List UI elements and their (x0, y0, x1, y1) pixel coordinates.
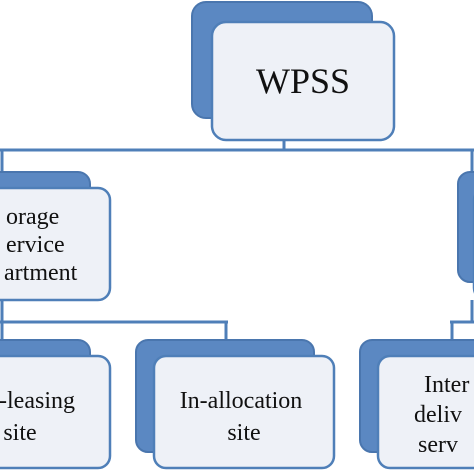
node-storage-dept-box (0, 186, 112, 302)
node-delivery-label: Inter deliv serv (414, 372, 474, 458)
node-root: WPSS (191, 1, 396, 142)
node-storage-dept-line-2: ervice (6, 232, 65, 258)
node-leasing-site-label: -leasing site (0, 388, 81, 446)
node-storage-dept-line-3: artment (4, 260, 78, 286)
node-root-label: WPSS (256, 61, 350, 101)
node-root-box (210, 20, 396, 142)
node-storage-dept-label: orage ervice artment (4, 204, 78, 286)
node-delivery-box (376, 354, 474, 470)
node-leasing-site-line-2: site (3, 420, 36, 446)
node-storage-dept: orage ervice artment (0, 171, 112, 302)
node-root-line: WPSS (256, 61, 350, 101)
node-delivery-line-2: deliv (414, 402, 462, 428)
node-allocation-site-label: In-allocation site (180, 388, 309, 446)
node-allocation-site-box (152, 354, 336, 470)
node-leasing-site-box (0, 354, 112, 470)
node-storage-dept-line-1: orage (6, 204, 59, 230)
node-delivery-line-1: Inter (424, 372, 469, 398)
node-delivery: Inter deliv serv (359, 339, 474, 470)
node-right-dept (457, 171, 474, 294)
node-leasing-site-line-1: -leasing (0, 388, 75, 414)
node-leasing-site: -leasing site (0, 339, 112, 470)
node-allocation-site-line-2: site (227, 420, 260, 446)
connectors (0, 128, 474, 344)
node-delivery-line-3: serv (418, 432, 458, 458)
node-right-dept-shadow (457, 171, 474, 283)
node-allocation-site-line-1: In-allocation (180, 388, 303, 414)
node-allocation-site: In-allocation site (135, 339, 336, 470)
